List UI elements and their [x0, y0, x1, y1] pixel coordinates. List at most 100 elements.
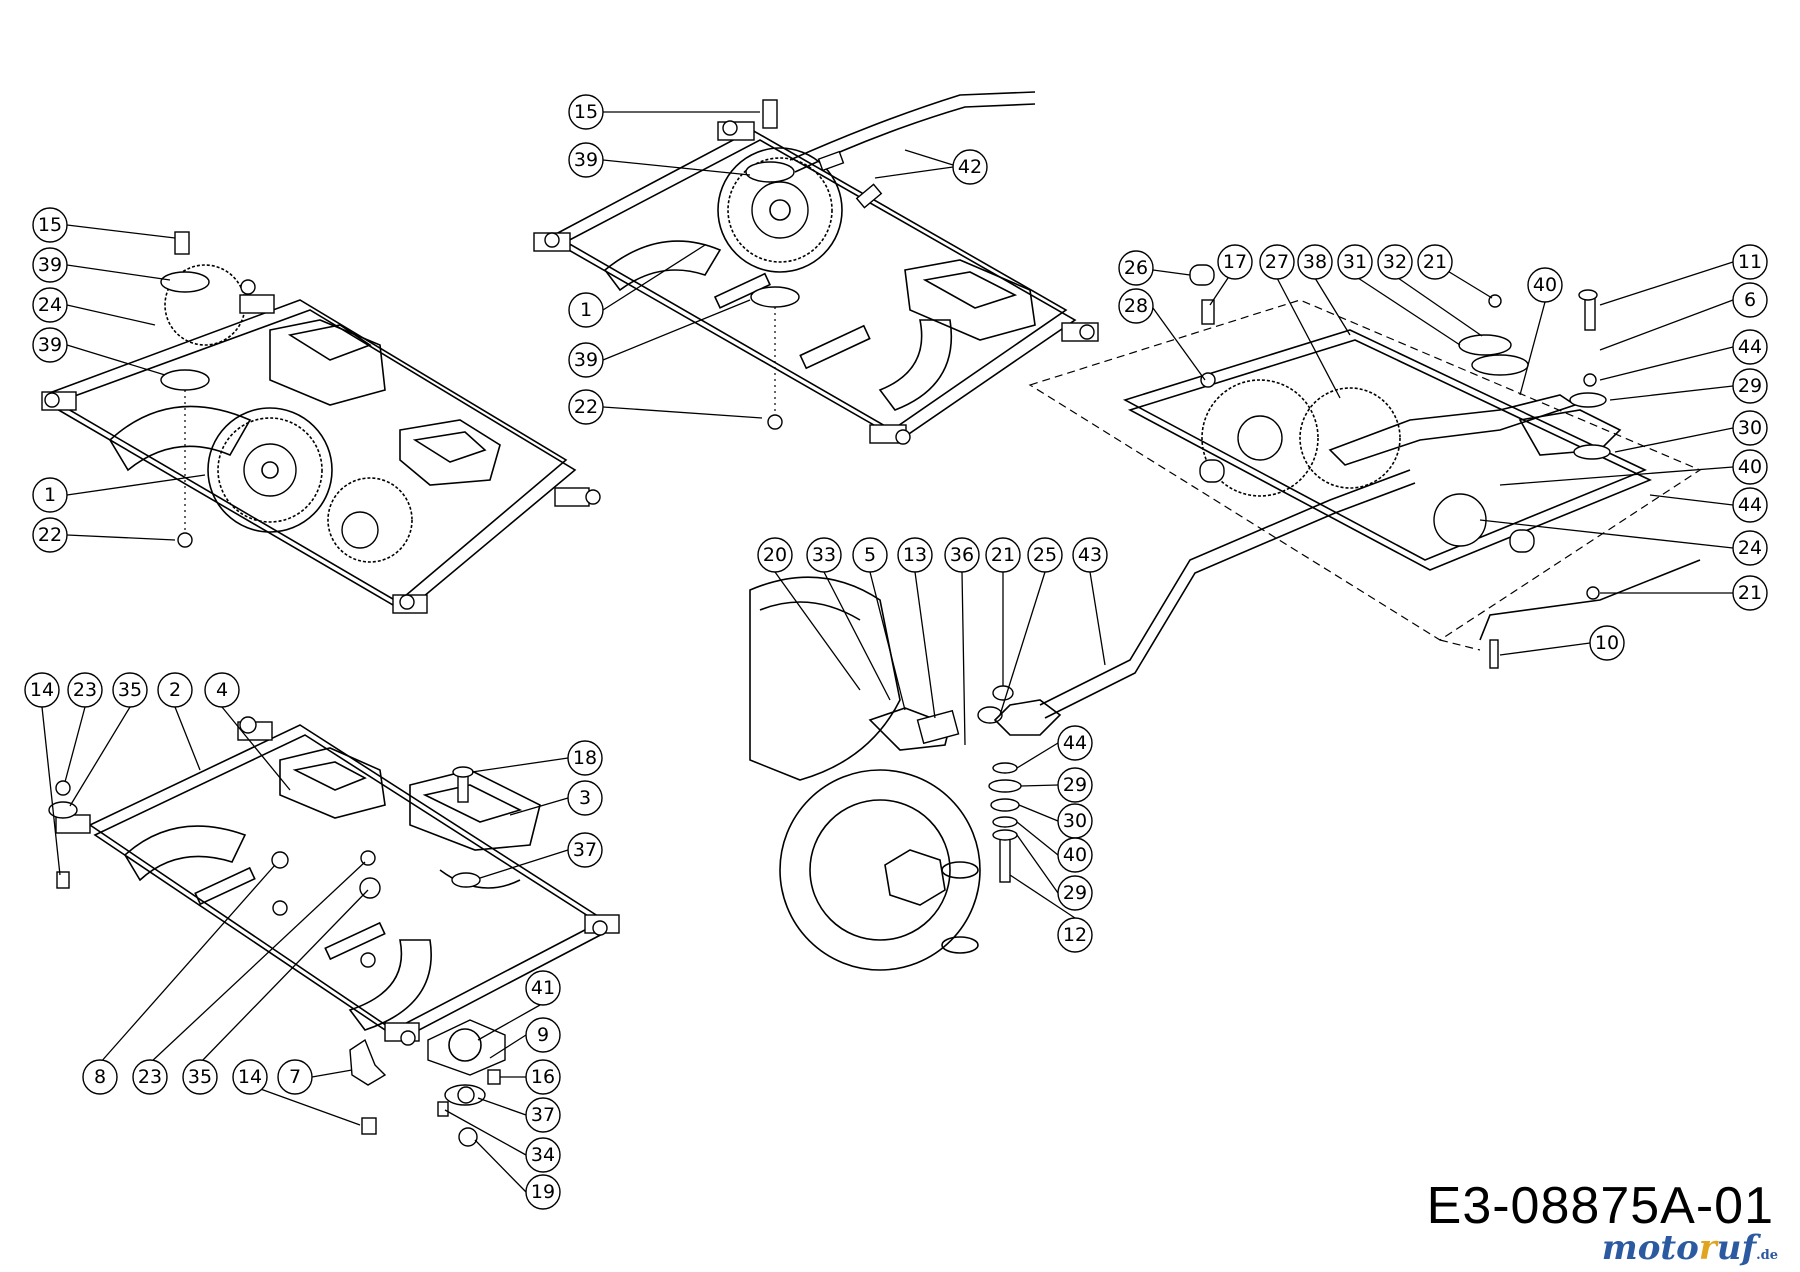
callout-38-c: 38 — [1297, 244, 1333, 280]
callout-39-a-top: 39 — [32, 247, 68, 283]
callout-label: 36 — [950, 544, 974, 566]
callout-30-d: 30 — [1057, 803, 1093, 839]
callout-24-c: 24 — [1732, 530, 1768, 566]
callout-16-e: 16 — [525, 1059, 561, 1095]
watermark-part: r — [1698, 1228, 1717, 1268]
callout-label: 33 — [812, 544, 836, 566]
callout-label: 39 — [574, 149, 598, 171]
callout-11-c: 11 — [1732, 244, 1768, 280]
callout-label: 27 — [1265, 251, 1289, 273]
callout-37-e-top: 37 — [567, 832, 603, 868]
callout-18-e: 18 — [567, 740, 603, 776]
callout-label: 1 — [580, 299, 592, 321]
callout-label: 39 — [38, 254, 62, 276]
callout-32-c: 32 — [1377, 244, 1413, 280]
callout-label: 28 — [1124, 295, 1148, 317]
callout-label: 44 — [1738, 336, 1762, 358]
watermark-part: moto — [1601, 1228, 1699, 1268]
watermark-part: .de — [1756, 1248, 1778, 1263]
callout-group: 15 39 24 39 1 22 15 39 42 1 39 22 26 17 … — [24, 94, 1768, 1210]
callout-label: 35 — [188, 1066, 212, 1088]
callout-19-e: 19 — [525, 1174, 561, 1210]
view-b-plate-assembly — [533, 91, 1099, 445]
callout-4-e: 4 — [204, 672, 240, 708]
callout-label: 19 — [531, 1181, 555, 1203]
callout-6-c: 6 — [1732, 282, 1768, 318]
callout-43-d: 43 — [1072, 537, 1108, 573]
callout-label: 2 — [169, 679, 181, 701]
callout-21-c-bottom: 21 — [1732, 575, 1768, 611]
callout-label: 20 — [763, 544, 787, 566]
callout-35-e-top: 35 — [112, 672, 148, 708]
callout-21-d: 21 — [985, 537, 1021, 573]
callout-label: 23 — [73, 679, 97, 701]
callout-label: 41 — [531, 977, 555, 999]
callout-39-a-mid: 39 — [32, 327, 68, 363]
callout-label: 40 — [1533, 274, 1557, 296]
callout-35-e-bottom: 35 — [182, 1059, 218, 1095]
callout-28-c: 28 — [1118, 288, 1154, 324]
view-e-plate-assembly — [48, 716, 620, 1147]
callout-13-d: 13 — [897, 537, 933, 573]
callout-label: 43 — [1078, 544, 1102, 566]
callout-label: 23 — [138, 1066, 162, 1088]
callout-label: 6 — [1744, 289, 1756, 311]
view-c-plate-assembly — [1028, 264, 1702, 669]
callout-label: 40 — [1738, 456, 1762, 478]
callout-5-d: 5 — [852, 537, 888, 573]
watermark-logo: motoruf.de — [1602, 1228, 1778, 1268]
callout-label: 26 — [1124, 257, 1148, 279]
callout-29-c: 29 — [1732, 368, 1768, 404]
callout-label: 34 — [531, 1144, 555, 1166]
callout-label: 8 — [94, 1066, 106, 1088]
callout-42-b: 42 — [952, 149, 988, 185]
callout-34-e: 34 — [525, 1137, 561, 1173]
callout-label: 9 — [537, 1024, 549, 1046]
callout-36-d: 36 — [944, 537, 980, 573]
callout-label: 11 — [1738, 251, 1762, 273]
callout-label: 4 — [216, 679, 228, 701]
callout-label: 40 — [1063, 844, 1087, 866]
callout-21-c-top: 21 — [1417, 244, 1453, 280]
callout-label: 1 — [44, 484, 56, 506]
callout-9-e: 9 — [525, 1017, 561, 1053]
callout-27-c: 27 — [1259, 244, 1295, 280]
callout-label: 44 — [1738, 494, 1762, 516]
callout-label: 32 — [1383, 251, 1407, 273]
callout-label: 18 — [573, 747, 597, 769]
callout-label: 14 — [30, 679, 54, 701]
callout-label: 29 — [1063, 774, 1087, 796]
callout-label: 5 — [864, 544, 876, 566]
callout-label: 12 — [1063, 924, 1087, 946]
callout-label: 16 — [531, 1066, 555, 1088]
callout-label: 22 — [38, 524, 62, 546]
callout-label: 29 — [1738, 375, 1762, 397]
callout-label: 30 — [1063, 810, 1087, 832]
callout-14-e-top: 14 — [24, 672, 60, 708]
callout-3-e: 3 — [567, 780, 603, 816]
callout-label: 15 — [574, 101, 598, 123]
callout-7-e: 7 — [277, 1059, 313, 1095]
callout-24-a: 24 — [32, 287, 68, 323]
callout-25-d: 25 — [1027, 537, 1063, 573]
callout-23-e-top: 23 — [67, 672, 103, 708]
callout-40-c-right: 40 — [1732, 449, 1768, 485]
callout-8-e: 8 — [82, 1059, 118, 1095]
callout-label: 3 — [579, 787, 591, 809]
callout-15-b: 15 — [568, 94, 604, 130]
callout-label: 21 — [991, 544, 1015, 566]
callout-26-c: 26 — [1118, 250, 1154, 286]
callout-label: 35 — [118, 679, 142, 701]
callout-12-d: 12 — [1057, 917, 1093, 953]
callout-44-c-bottom: 44 — [1732, 487, 1768, 523]
callout-33-d: 33 — [806, 537, 842, 573]
callout-30-c: 30 — [1732, 410, 1768, 446]
callout-29-d-bottom: 29 — [1057, 875, 1093, 911]
callout-label: 25 — [1033, 544, 1057, 566]
callout-40-d: 40 — [1057, 837, 1093, 873]
callout-label: 21 — [1738, 582, 1762, 604]
callout-label: 37 — [531, 1104, 555, 1126]
callout-29-d-top: 29 — [1057, 767, 1093, 803]
callout-15-a: 15 — [32, 207, 68, 243]
